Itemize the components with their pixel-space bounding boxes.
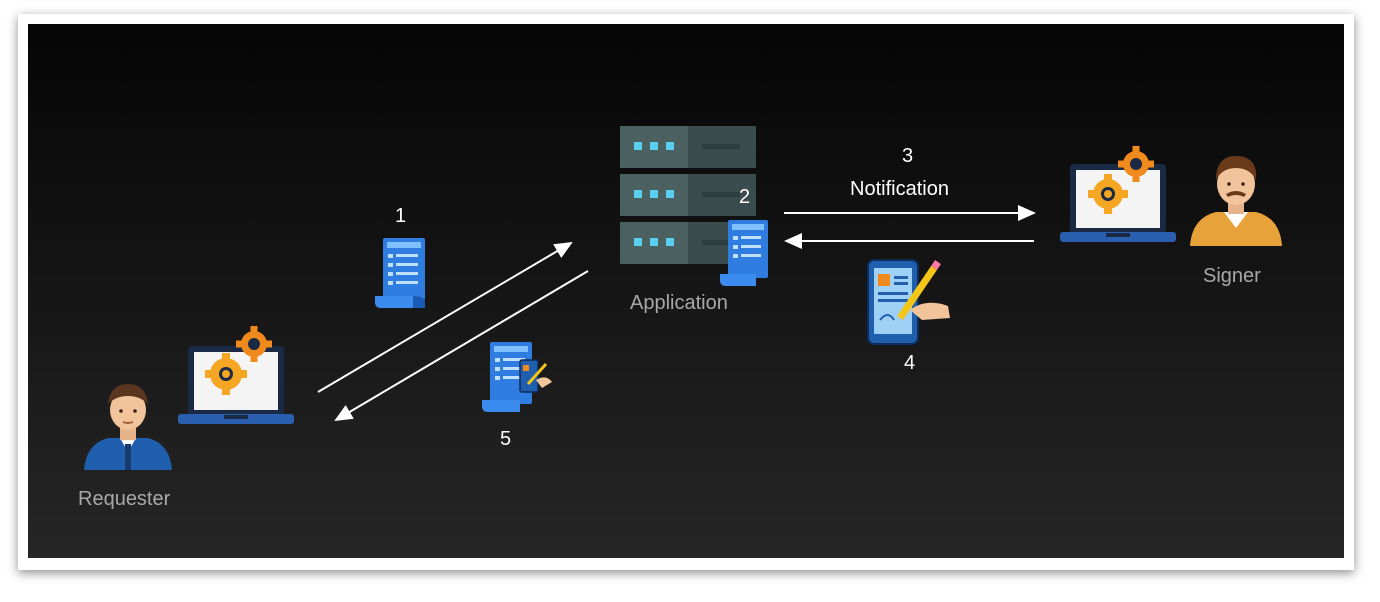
application-label: Application [630, 292, 728, 314]
gear-icon [1088, 174, 1128, 214]
document-icon [375, 238, 425, 308]
signer-laptop-icon [1060, 146, 1176, 242]
notification-label: Notification [850, 178, 949, 200]
requester-laptop-icon [178, 326, 294, 424]
document-icon [720, 220, 768, 286]
step-3-number: 3 [902, 145, 914, 167]
signer-person-icon [1190, 156, 1282, 246]
signed-document-icon [482, 342, 552, 412]
gear-icon [1118, 146, 1154, 182]
step-5-number: 5 [500, 428, 512, 450]
flow-arrows [317, 205, 1036, 422]
diagram-canvas: Requester 1 [28, 24, 1344, 558]
requester-label: Requester [78, 488, 171, 510]
arrow-application-to-requester [334, 270, 589, 422]
gear-icon [236, 326, 272, 362]
signer-label: Signer [1203, 265, 1261, 287]
server-icon [620, 126, 756, 264]
requester-person-icon [84, 384, 172, 470]
gear-icon [205, 353, 247, 395]
phone-sign-icon [867, 259, 950, 345]
step-4-number: 4 [904, 352, 916, 374]
step-1-number: 1 [395, 205, 407, 227]
arrow-requester-to-application [317, 241, 573, 393]
step-2-number: 2 [739, 186, 751, 208]
